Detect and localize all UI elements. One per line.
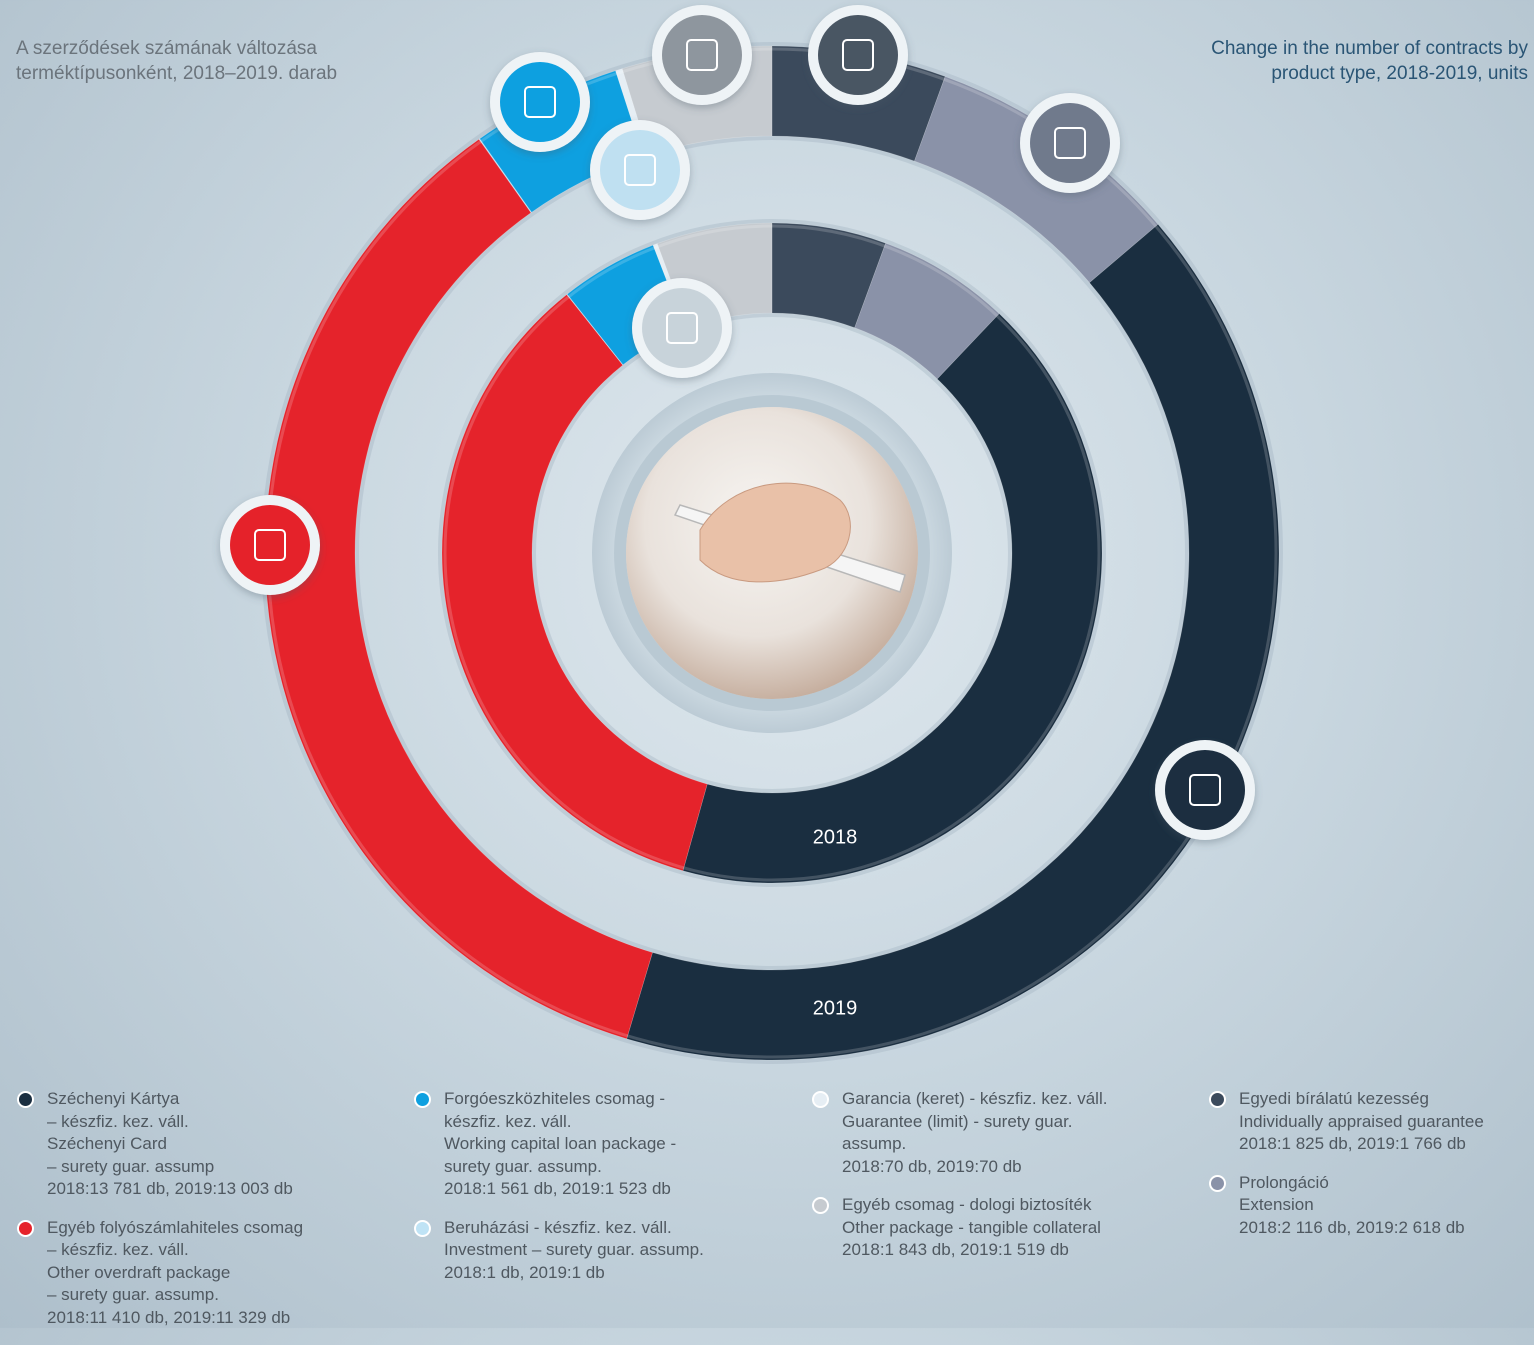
gears-icon-face	[500, 62, 580, 142]
chart-title-english: Change in the number of contracts by pro…	[1108, 36, 1528, 86]
credit-card-icon	[1155, 740, 1255, 840]
credit-card-icon-glyph	[1189, 774, 1221, 806]
legend-text-sz_kartya-2: Széchenyi Card	[47, 1134, 168, 1153]
scroll-icon-face	[230, 505, 310, 585]
legend-text-forgoeszkoz-1: készfiz. kez. váll.	[444, 1111, 572, 1131]
legend-item-garancia: Garancia (keret) - készfiz. kez. váll. Gu…	[812, 1088, 1107, 1178]
legend-text-garancia-3: 2018:70 db, 2019:70 db	[842, 1156, 1022, 1176]
legend-text-forgoeszkoz-3: surety guar. assump.	[444, 1156, 602, 1176]
legend-text-egyeb_folyo-1: – készfiz. kez. váll.	[47, 1240, 189, 1259]
signature-icon-face	[642, 288, 722, 368]
ring-2018-slice-egyedi	[771, 222, 887, 329]
signature-icon-glyph	[666, 312, 698, 344]
credit-card-icon-face	[1165, 750, 1245, 830]
legend-swatch-beruhazasi	[414, 1219, 431, 1237]
legend-text-sz_kartya-4: 2018:13 781 db, 2019:13 003 db	[47, 1179, 293, 1198]
legend-text-sz_kartya-3: – surety guar. assump	[47, 1156, 215, 1176]
legend-text-egyeb_folyo-3: – surety guar. assump.	[47, 1285, 219, 1304]
scroll-icon-glyph	[254, 529, 286, 561]
ring-highlight-2018	[443, 224, 1101, 882]
legend-item-egyeb_folyo: Egyéb folyószámlahiteles csomag – készfiz…	[17, 1217, 303, 1330]
stamp-icon-glyph	[842, 39, 874, 71]
legend-text-forgoeszkoz-4: 2018:1 561 db, 2019:1 523 db	[444, 1179, 671, 1198]
legend-text-forgoeszkoz-2: Working capital loan package -	[444, 1134, 677, 1153]
center-layer	[592, 373, 952, 733]
legend-text-beruhazasi-0: Beruházási - készfiz. kez. váll.	[444, 1217, 672, 1237]
stamp-icon-face	[818, 15, 898, 95]
building-icon-glyph	[624, 154, 656, 186]
ring-2019-slice-egyeb_folyo	[264, 138, 653, 1040]
briefcase-icon	[652, 5, 752, 105]
building-icon-face	[600, 130, 680, 210]
title-en-line-2: product type, 2018-2019, units	[1271, 63, 1528, 84]
legend-text-egyeb_folyo-4: 2018:11 410 db, 2019:11 329 db	[47, 1307, 291, 1327]
legend-text-beruhazasi-2: 2018:1 db, 2019:1 db	[444, 1262, 605, 1282]
legend-text-prolongacio-2: 2018:2 116 db, 2019:2 618 db	[1239, 1217, 1465, 1237]
legend-text-garancia-0: Garancia (keret) - készfiz. kez. váll.	[842, 1089, 1108, 1108]
legend-text-egyeb_folyo-2: Other overdraft package	[47, 1262, 231, 1282]
fountain-pen-icon-face	[1030, 103, 1110, 183]
chart-title-hungarian: A szerződések számának változása termékt…	[16, 36, 436, 86]
title-hu-line-1: A szerződések számának változása	[16, 38, 317, 59]
legend-text-egyedi-1: Individually appraised guarantee	[1239, 1111, 1484, 1131]
ring-2018-slice-egyeb_folyo	[441, 293, 708, 872]
legend-text-egyeb_csomag-0: Egyéb csomag - dologi biztosíték	[842, 1195, 1092, 1214]
legend-text-egyeb_csomag-1: Other package - tangible collateral	[842, 1217, 1101, 1237]
legend-swatch-forgoeszkoz	[414, 1091, 431, 1108]
photo-frame	[614, 395, 930, 711]
legend-item-sz_kartya: Széchenyi Kártya – készfiz. kez. váll. Szé…	[17, 1088, 303, 1201]
hand-icon	[699, 482, 851, 583]
title-hu-line-2: terméktípusonként, 2018–2019. darab	[16, 63, 338, 84]
briefcase-icon-face	[662, 15, 742, 95]
legend-column-1: Széchenyi Kártya – készfiz. kez. váll. Szé…	[17, 1088, 303, 1345]
legend-text-garancia-1: Guarantee (limit) - surety guar.	[842, 1111, 1073, 1131]
legend-swatch-prolongacio	[1209, 1174, 1226, 1192]
legend-text-prolongacio-1: Extension	[1239, 1195, 1314, 1214]
briefcase-icon-glyph	[686, 39, 718, 71]
gears-icon	[490, 52, 590, 152]
ring-label-2018: 2018	[813, 826, 858, 848]
legend-text-garancia-2: assump.	[842, 1134, 907, 1153]
legend-item-forgoeszkoz: Forgóeszközhiteles csomag - készfiz. kez.…	[414, 1088, 704, 1201]
legend-swatch-egyeb_csomag	[812, 1197, 829, 1214]
legend-text-forgoeszkoz-0: Forgóeszközhiteles csomag -	[444, 1089, 666, 1108]
legend-swatch-garancia	[812, 1091, 829, 1108]
legend-column-3: Garancia (keret) - készfiz. kez. váll. Gu…	[812, 1088, 1107, 1278]
legend-text-egyeb_folyo-0: Egyéb folyószámlahiteles csomag	[47, 1217, 304, 1237]
legend-text-sz_kartya-0: Széchenyi Kártya	[47, 1089, 180, 1108]
signature-icon	[632, 278, 732, 378]
legend-column-2: Forgóeszközhiteles csomag - készfiz. kez.…	[414, 1088, 704, 1300]
title-en-line-1: Change in the number of contracts by	[1211, 38, 1528, 59]
icons-layer	[220, 5, 1255, 840]
gears-icon-glyph	[524, 86, 556, 118]
legend-swatch-sz_kartya	[17, 1091, 34, 1108]
legend-item-beruhazasi: Beruházási - készfiz. kez. váll. Investme…	[414, 1217, 704, 1285]
ring-2019-slice-sz_kartya	[626, 223, 1280, 1061]
legend-text-egyeb_csomag-2: 2018:1 843 db, 2019:1 519 db	[842, 1240, 1069, 1259]
legend-swatch-egyeb_folyo	[17, 1219, 34, 1237]
stamp-icon	[808, 5, 908, 105]
ring-2018-slice-sz_kartya	[682, 313, 1103, 884]
legend-swatch-egyedi	[1209, 1091, 1226, 1108]
ring-label-2019: 2019	[813, 997, 858, 1019]
scroll-icon	[220, 495, 320, 595]
legend-text-sz_kartya-1: – készfiz. kez. váll.	[47, 1111, 189, 1131]
fountain-pen-icon-glyph	[1054, 127, 1086, 159]
legend-text-prolongacio-0: Prolongáció	[1239, 1172, 1329, 1192]
legend-text-beruhazasi-1: Investment – surety guar. assump.	[444, 1240, 704, 1259]
building-icon	[590, 120, 690, 220]
fountain-pen-icon	[1020, 93, 1120, 193]
legend-text-egyedi-0: Egyedi bírálatú kezesség	[1239, 1089, 1429, 1108]
legend-text-egyedi-2: 2018:1 825 db, 2019:1 766 db	[1239, 1134, 1466, 1153]
